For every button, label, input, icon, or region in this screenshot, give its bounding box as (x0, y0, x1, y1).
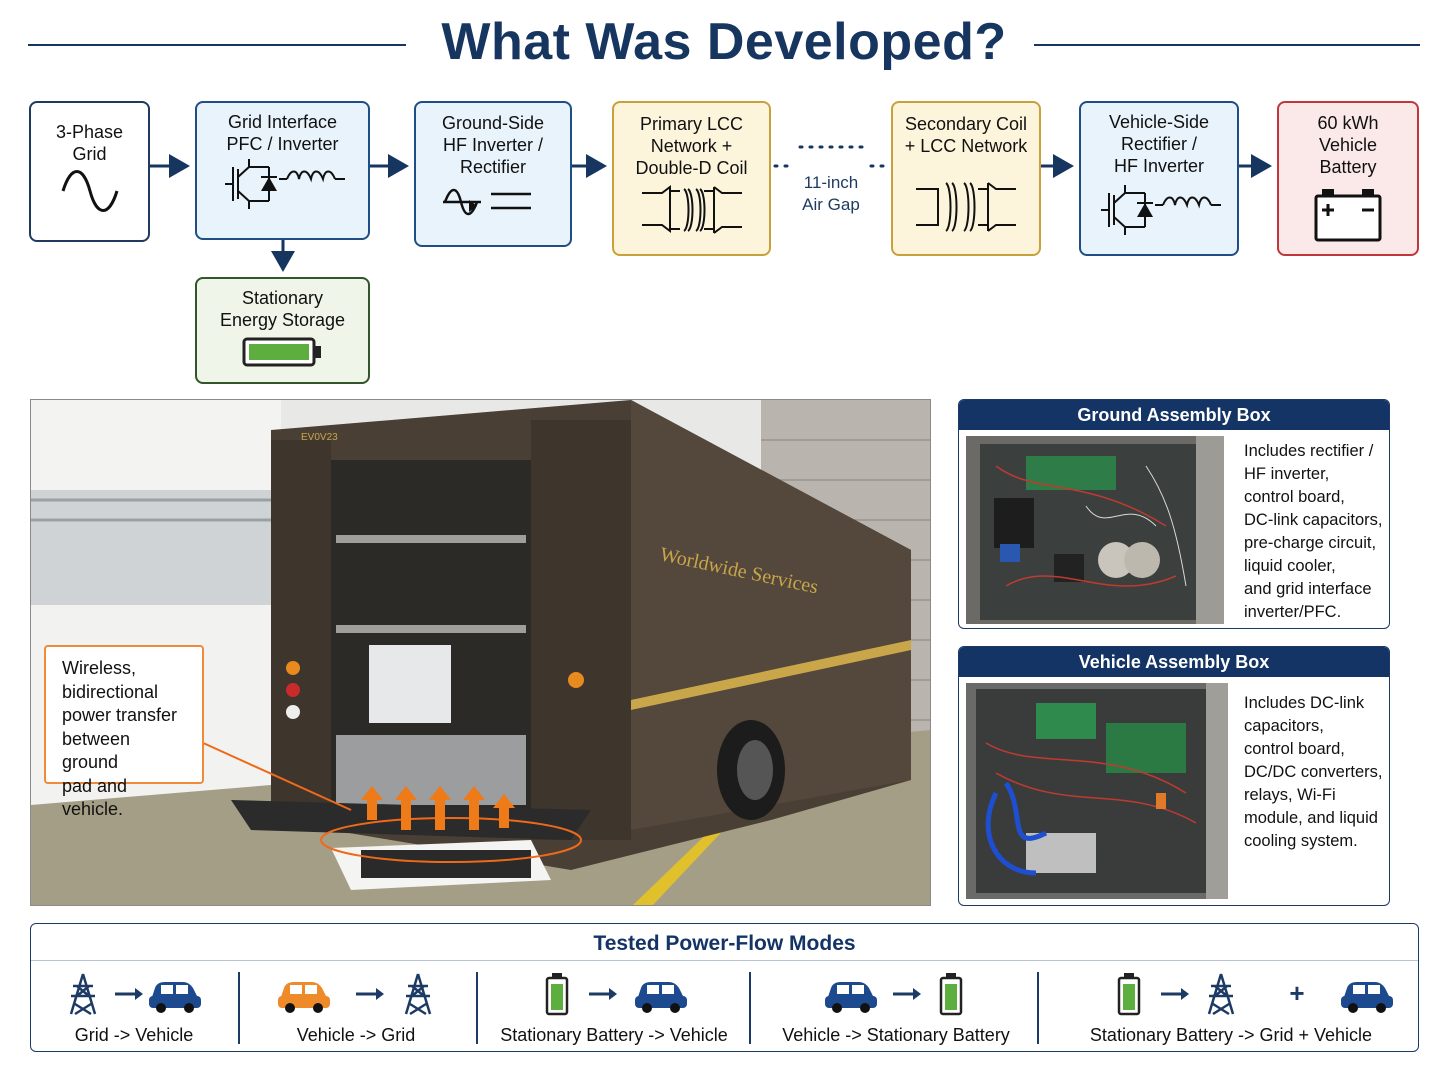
car-icon (149, 982, 201, 1013)
modes-title: Tested Power-Flow Modes (31, 924, 1418, 961)
block-label: 60 kWh Vehicle Battery (1317, 113, 1379, 177)
mode-icons (69, 973, 201, 1016)
vehicle-assembly-photo (966, 683, 1228, 899)
car-battery-icon (1314, 189, 1382, 242)
mode-divider (476, 972, 478, 1044)
coil-pair-icon (916, 182, 1016, 232)
block-label: Vehicle-Side Rectifier / HF Inverter (1108, 112, 1210, 176)
igbt-inductor-icon (1101, 185, 1221, 235)
mode-vehicle-to-battery: Vehicle -> Stationary Battery (769, 962, 1023, 1052)
page-title: What Was Developed? (441, 13, 1007, 71)
mode-label: Grid -> Vehicle (74, 1025, 194, 1045)
mode-label: Vehicle -> Grid (296, 1025, 416, 1045)
ground-assembly-photo (966, 436, 1224, 624)
truck-number: EV0V23 (301, 432, 338, 443)
mode-icons (825, 973, 963, 1016)
mode-divider (1037, 972, 1039, 1044)
mode-divider (238, 972, 240, 1044)
ground-assembly-description: Includes rectifier / HF inverter, contro… (1244, 442, 1383, 621)
battery-charged-icon (242, 337, 321, 367)
transmission-tower-icon (404, 973, 432, 1016)
mode-battery-to-vehicle: Stationary Battery -> Vehicle (489, 962, 739, 1052)
block-primary-lcc: Primary LCC Network + Double-D Coil (612, 101, 771, 256)
mode-label: Vehicle -> Stationary Battery (782, 1025, 1010, 1045)
photo-callout: Wireless, bidirectional power transfer b… (44, 645, 204, 819)
block-label: Stationary Energy Storage (219, 288, 346, 330)
mode-icons (278, 973, 432, 1016)
block-label: Primary LCC Network + Double-D Coil (635, 114, 748, 178)
ac-dc-converter-icon (443, 188, 531, 216)
car-icon (635, 982, 687, 1013)
power-flow-modes: Tested Power-Flow Modes Grid -> Vehicle (30, 923, 1419, 1052)
air-gap-label: 11-inch Air Gap (802, 173, 860, 214)
mode-divider (749, 972, 751, 1044)
mode-icons: + (1117, 973, 1393, 1016)
battery-icon (1117, 973, 1141, 1016)
block-label: Ground-Side HF Inverter / Rectifier (441, 113, 545, 177)
ground-assembly-title: Ground Assembly Box (959, 400, 1389, 430)
title-rule-left (28, 44, 406, 46)
mode-label: Stationary Battery -> Grid + Vehicle (1089, 1025, 1373, 1045)
coil-pair-icon (641, 185, 742, 234)
vehicle-assembly-title: Vehicle Assembly Box (959, 647, 1389, 677)
battery-icon (939, 973, 963, 1016)
block-secondary-coil: Secondary Coil + LCC Network (891, 101, 1041, 256)
block-label: Secondary Coil + LCC Network (904, 114, 1028, 156)
mode-grid-to-vehicle: Grid -> Vehicle (39, 962, 229, 1052)
vehicle-assembly-panel: Vehicle Assembly Box Includes DC-link ca… (958, 646, 1390, 906)
title-rule-right (1034, 44, 1420, 46)
block-ground-inverter: Ground-Side HF Inverter / Rectifier (414, 101, 572, 247)
block-grid-interface: Grid Interface PFC / Inverter (195, 101, 370, 240)
mode-vehicle-to-grid: Vehicle -> Grid (256, 962, 456, 1052)
mode-battery-to-grid-vehicle: + Stationary Battery -> Grid + Vehicle (1061, 962, 1401, 1052)
mode-label: Stationary Battery -> Vehicle (500, 1025, 728, 1045)
block-label: 3-Phase Grid (55, 122, 124, 164)
ac-sine-icon (61, 170, 118, 212)
ground-assembly-panel: Ground Assembly Box Includes rectifier /… (958, 399, 1390, 629)
mode-icons (545, 973, 687, 1016)
igbt-inductor-icon (224, 159, 345, 209)
block-stationary-storage: Stationary Energy Storage (195, 277, 370, 384)
car-icon (1341, 982, 1393, 1013)
block-vehicle-battery: 60 kWh Vehicle Battery (1277, 101, 1419, 256)
battery-icon (545, 973, 569, 1016)
plus-icon: + (1289, 978, 1304, 1008)
block-label: Grid Interface PFC / Inverter (226, 112, 339, 154)
transmission-tower-icon (69, 973, 97, 1016)
car-icon (278, 982, 330, 1013)
transmission-tower-icon (1207, 973, 1235, 1016)
block-3phase-grid: 3-Phase Grid (29, 101, 150, 242)
vehicle-assembly-description: Includes DC-link capacitors, control boa… (1244, 694, 1383, 850)
car-icon (825, 982, 877, 1013)
block-vehicle-rectifier: Vehicle-Side Rectifier / HF Inverter (1079, 101, 1239, 256)
